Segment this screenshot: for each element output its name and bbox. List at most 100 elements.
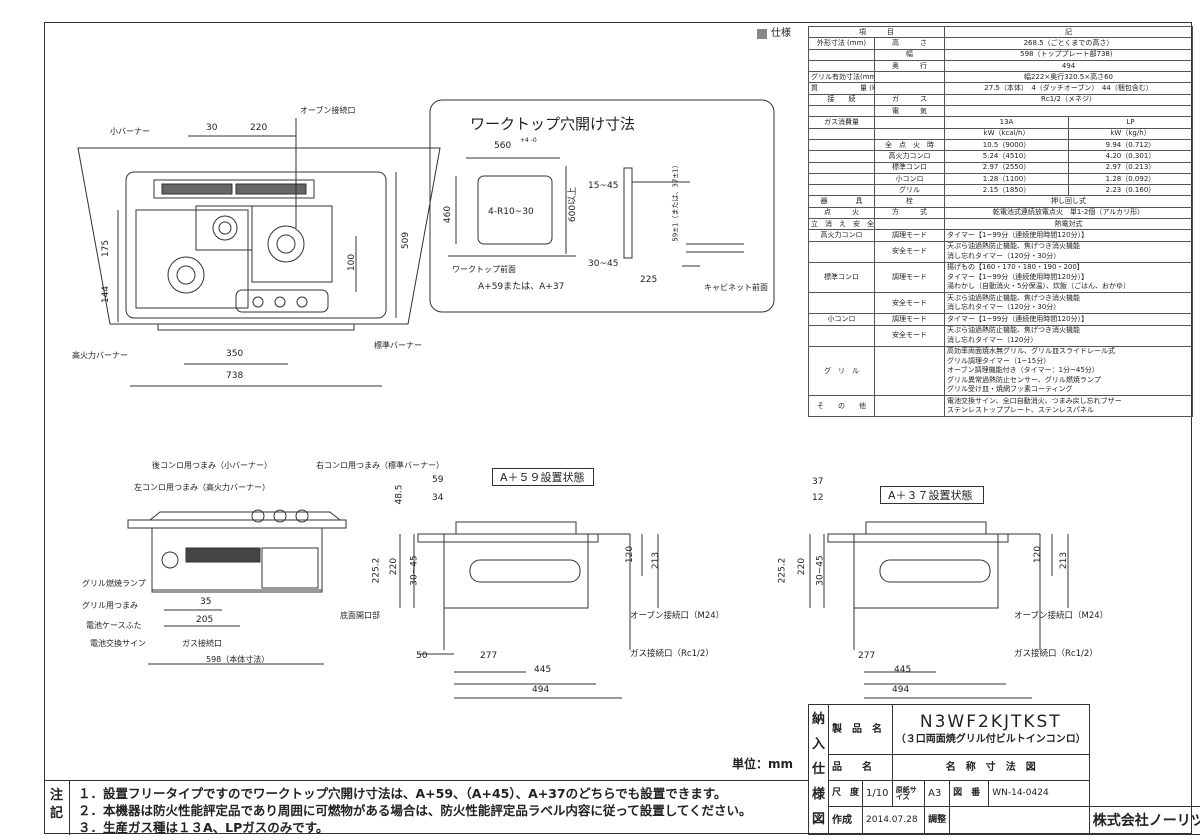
dim-598: 598（本体寸法） [206,655,270,664]
spec-key: 奥 行 [874,59,945,73]
a59-d494: 494 [532,685,550,695]
label-batt-sign: 電池交換サイン [90,639,146,648]
spec-value: 268.5（ごとくまでの高さ） [944,37,1193,50]
spec-row: 電 気 [808,105,1193,118]
spec-key: 調理モード [874,229,945,242]
left-trivet [135,209,249,309]
spec-group [808,59,875,73]
spec-value-line: タイマー【1~99分（連続使用時間120分）】 [947,230,1089,239]
spec-row: 質 量 (kg)27.5（本体） 4（ダッチオーブン） 44（梱包含む） [808,82,1193,95]
label-grill-knob: グリル用つまみ [82,601,138,610]
spec-group [808,172,875,186]
spec-group [808,105,875,118]
a37-d30-45: 30~45 [815,555,826,586]
standard-burner [267,225,305,263]
spec-value-line: グリル異常過熱防止センサー、グリル燃焼ランプ [947,375,1101,384]
worktop-title: ワークトップ穴開け寸法 [470,115,636,133]
label-front-gas: ガス接続口 [182,639,222,648]
notes-label: 注記 [44,781,70,835]
a59-d220: 220 [389,557,400,576]
side-a37-title: A＋３７設置状態 [888,489,973,502]
drawing-frame [44,22,1192,834]
spec-mode-row: グ リ ル高効率両面焼水無グリル、グリル皿スライドレール式グリル調理タイマー（1… [808,345,1193,397]
front-body [151,527,323,593]
spec-group: 外形寸法 (mm) [808,37,875,50]
spec-group [808,324,875,347]
spec-value-line: タイマー【1~99分（連続使用時間120分）】 [947,272,1089,281]
spec-value-line: グリル調理タイマー（1~15分） [947,356,1051,365]
name-label: 品 名 [828,754,893,781]
spec-value-line: 消し忘れタイマー（120分・30分） [947,251,1061,260]
a59-d34: 34 [432,493,444,503]
dim-35: 35 [200,597,212,607]
dim-100: 100 [347,253,358,272]
spec-value-line: 消し忘れタイマー（120分・30分） [947,303,1061,312]
spec-value-line: 高効率両面焼水無グリル、グリル皿スライドレール式 [947,347,1115,356]
dim-220: 220 [250,123,268,133]
label-vent: 底面開口部 [340,611,380,620]
a59-d50: 50 [416,651,428,661]
side-a59-title: A＋５９設置状態 [500,471,585,484]
a59-d48: 48.5 [394,484,405,505]
spec-key [874,71,945,84]
spec-group [808,48,875,61]
spec-key: 調理モード [874,261,945,294]
spec-mode-row: 安全モード天ぷら油過熱防止機能、焦げつき消火機能消し忘れタイマー（120分・30… [808,240,1193,263]
worktop-width-tol: +4 -0 [520,137,537,144]
small-burner [212,215,238,241]
a59-d445: 445 [534,665,552,675]
spec-group [808,138,875,152]
spec-group: 高火力コンロ [808,229,875,242]
spec-value-13a: 2.97（2550） [944,161,1069,174]
spec-key: 全 点 火 時 [874,138,945,152]
label-small-burner: 小バーナー [110,127,150,136]
size-label: 原紙サイズ [891,780,926,807]
worktop-front: ワークトップ前面 [452,265,516,274]
side-body-a59 [443,533,589,609]
label-std-burner: 標準バーナー [374,341,422,350]
unit-label: 単位：mm [732,757,794,771]
spec-group: 器 具 [808,195,875,208]
spec-key: 電 気 [874,105,945,118]
worktop-min600: 600以上 [568,186,579,223]
spec-label: 仕様 [771,28,791,39]
spec-group [808,292,875,315]
spec-key: 幅 [874,48,945,61]
made-date: 2014.07.28 [862,806,926,835]
drawno-value: WN-14-0424 [988,780,1090,807]
worktop-depth: 460 [443,205,454,224]
spec-group [808,240,875,263]
spec-value: 494 [944,59,1193,73]
a37-d12: 12 [812,493,824,503]
spec-group: ガス消費量 [808,116,875,129]
a59-d30-45: 30~45 [409,555,420,586]
label-knob-left: 左コンロ用つまみ（高火力バーナー） [134,483,270,492]
a59-d120: 120 [625,545,636,564]
spec-key: 安全モード [874,292,945,315]
label-knob-right: 右コンロ用つまみ（標準バーナー） [316,461,444,470]
a37-d213: 213 [1059,551,1070,570]
spec-row: 立 消 え 安 全 装 置熱電対式 [808,218,1193,231]
a37-d445: 445 [894,665,912,675]
dim-738: 738 [226,371,244,381]
front-topplate [127,519,347,529]
spec-value-line: 消し忘れタイマー（120分） [947,335,1038,344]
dim-205: 205 [196,615,214,625]
spec-group [808,150,875,163]
spec-value-lp: 4.20（0.301） [1068,150,1193,163]
spec-mode-row: 小コンロ調理モードタイマー【1~99分（連続使用時間120分）】 [808,313,1193,326]
spec-mode-row: 高火力コンロ調理モードタイマー【1~99分（連続使用時間120分）】 [808,229,1193,242]
spec-row: 器 具栓押し回し式 [808,195,1193,208]
spec-group: グリル有効寸法(mm) [808,71,875,84]
worktop-s4: 225 [640,275,658,285]
spec-key [874,218,945,231]
made-label: 作成 [828,806,864,835]
spec-value: タイマー【1~99分（連続使用時間120分）】 [944,229,1193,242]
spec-value: 幅222×奥行320.5×高さ60 [944,71,1193,84]
right-trivet [251,205,333,283]
